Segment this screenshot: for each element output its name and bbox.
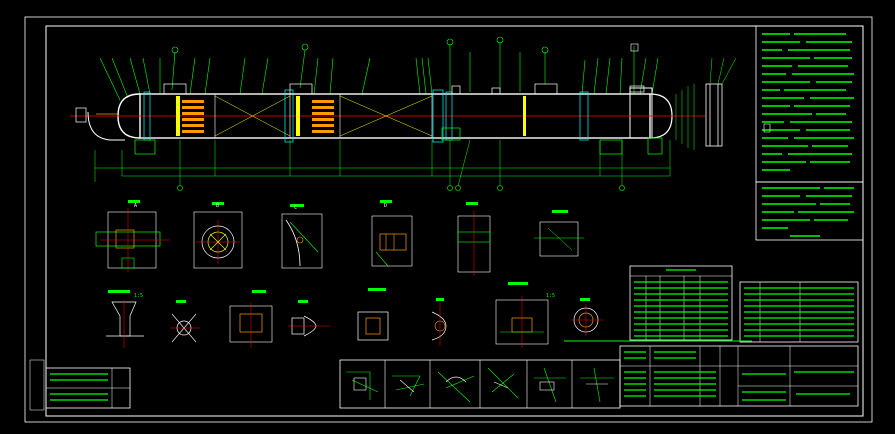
outer-frame	[24, 16, 873, 423]
title-block	[619, 345, 859, 407]
vessel-elevation	[70, 36, 737, 191]
design-data-table	[739, 281, 859, 343]
detail-label-a: A	[134, 203, 137, 209]
detail-views-row-2	[106, 282, 604, 348]
detail-label-c: C	[294, 205, 297, 211]
inner-frame	[45, 25, 864, 417]
detail-label-b: B	[216, 203, 219, 209]
weld-details-strip	[339, 359, 621, 409]
detail-label-d: D	[384, 203, 387, 209]
scale-label-left: 1:5	[134, 293, 143, 299]
detail-views-row-1	[95, 200, 584, 276]
revision-block	[29, 359, 131, 411]
technical-requirements-block	[755, 25, 864, 241]
nozzle-table	[629, 265, 733, 341]
scale-label-right: 1:5	[546, 293, 555, 299]
